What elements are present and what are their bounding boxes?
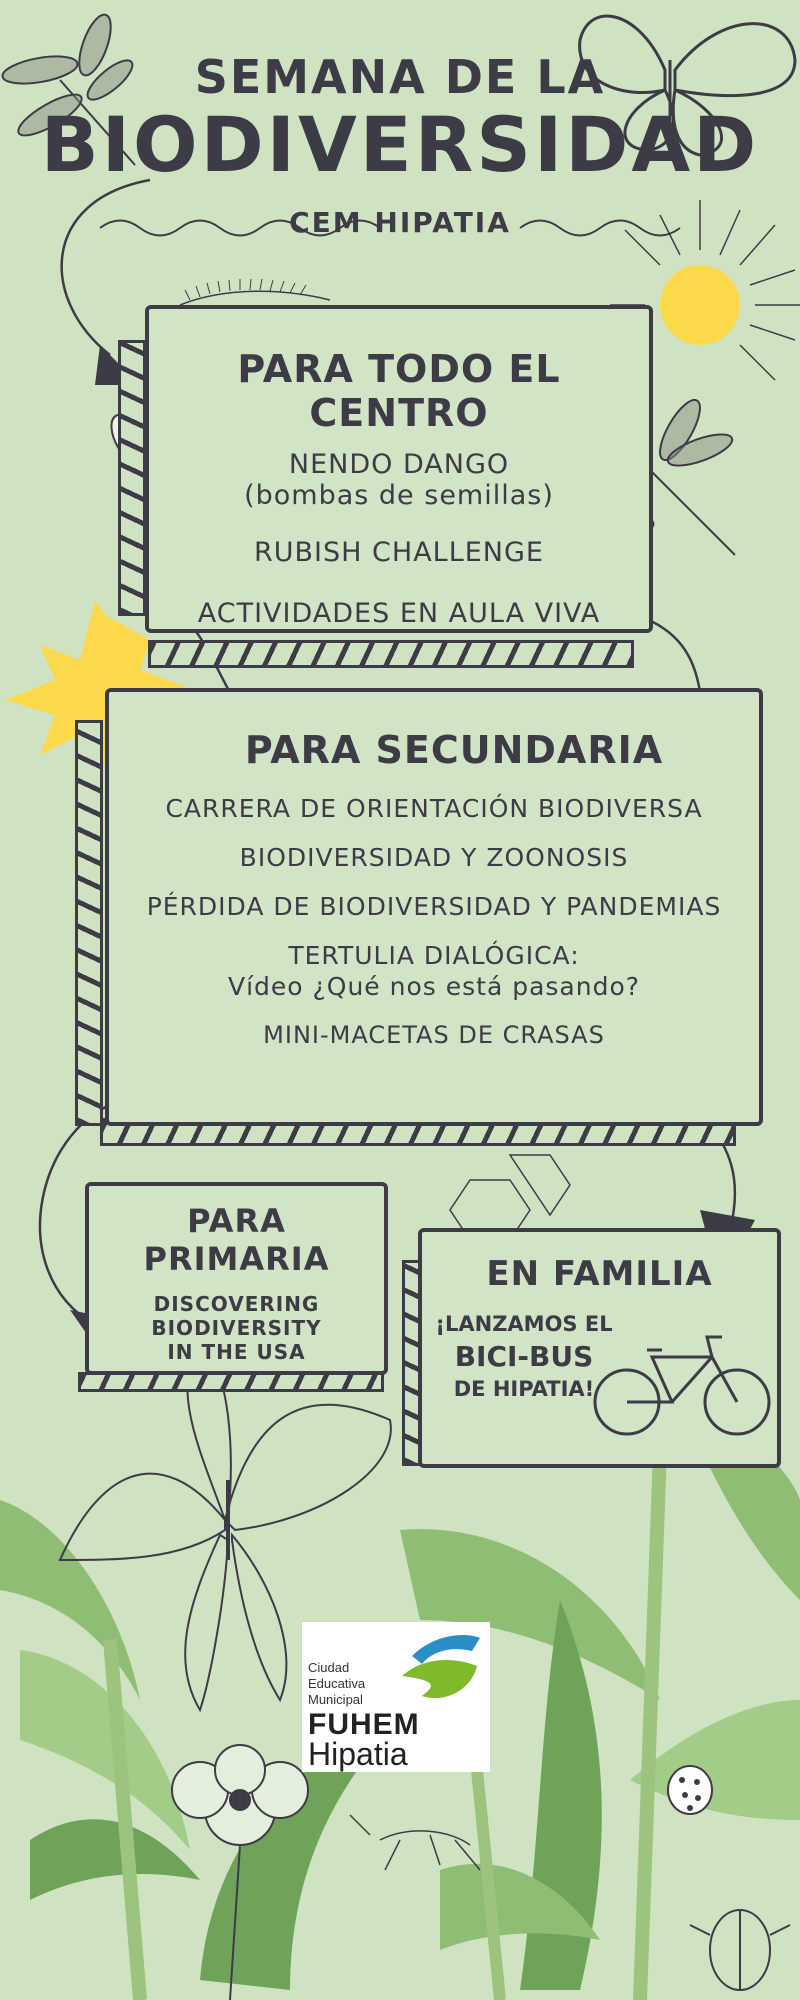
- list-item: BIODIVERSITY: [151, 1316, 322, 1340]
- list-item: NENDO DANGO: [288, 449, 510, 480]
- dragonfly-icon: [1, 13, 136, 166]
- sun-icon: [610, 200, 800, 381]
- logo-text: Educativa: [308, 1676, 366, 1691]
- list-item: CARRERA DE ORIENTACIÓN BIODIVERSA: [165, 794, 703, 823]
- logo-text: Ciudad: [308, 1660, 350, 1675]
- flower-icon: [171, 1744, 309, 2000]
- section-title: PARA TODO EL CENTRO: [237, 347, 561, 435]
- section-title: PARA SECUNDARIA: [244, 728, 664, 772]
- list-item: ACTIVIDADES EN AULA VIVA: [197, 598, 601, 629]
- centipede-icon: [179, 278, 331, 306]
- section-title: PARA PRIMARIA: [143, 1202, 330, 1278]
- list-item: MINI-MACETAS DE CRASAS: [263, 1021, 605, 1049]
- title-line1: SEMANA DE LA: [194, 50, 606, 104]
- section-centro: PARA TODO EL CENTRO NENDO DANGO (bombas …: [145, 305, 653, 633]
- list-item: RUBISH CHALLENGE: [254, 537, 544, 568]
- logo-name: Hipatia: [308, 1736, 408, 1772]
- list-item: IN THE USA: [167, 1340, 306, 1364]
- box-3d-side: [118, 340, 146, 616]
- bicycle-icon: [593, 1335, 771, 1436]
- butterfly-icon: [578, 14, 797, 157]
- list-item: TERTULIA DIALÓGICA:: [288, 941, 580, 970]
- box-3d-side: [75, 720, 103, 1126]
- section-title: EN FAMILIA: [486, 1254, 713, 1294]
- ladybug-icon: [667, 1765, 713, 1815]
- logo-text: Municipal: [308, 1692, 363, 1707]
- section-familia: EN FAMILIA ¡LANZAMOS EL BICI-BUS DE HIPA…: [418, 1228, 781, 1468]
- logo-brand: FUHEM: [308, 1708, 420, 1741]
- section-primaria: PARA PRIMARIA DISCOVERING BIODIVERSITY I…: [85, 1182, 388, 1375]
- list-item: BIODIVERSIDAD Y ZOONOSIS: [239, 843, 629, 872]
- list-item: DISCOVERING: [153, 1292, 320, 1316]
- list-item: DE HIPATIA!: [453, 1377, 595, 1401]
- box-3d-bottom: [78, 1372, 384, 1392]
- list-item: BICI-BUS: [454, 1340, 594, 1373]
- fuhem-logo: Ciudad Educativa Municipal FUHEM Hipatia: [302, 1622, 490, 1772]
- list-item: PÉRDIDA DE BIODIVERSIDAD Y PANDEMIAS: [146, 892, 722, 921]
- grasshopper-icon: [349, 1814, 481, 1871]
- box-3d-bottom: [148, 640, 634, 668]
- butterfly-icon: [58, 1338, 392, 1713]
- beetle-icon: [689, 1909, 791, 1991]
- page-title: BIODIVERSIDAD: [40, 100, 760, 189]
- list-item: Vídeo ¿Qué nos está pasando?: [227, 972, 641, 1001]
- school-name: CEM HIPATIA: [289, 206, 511, 239]
- list-item: ¡LANZAMOS EL: [435, 1312, 613, 1336]
- list-item: (bombas de semillas): [244, 480, 554, 511]
- section-secundaria: PARA SECUNDARIA CARRERA DE ORIENTACIÓN B…: [105, 688, 763, 1126]
- logo-mark-icon: [402, 1635, 480, 1699]
